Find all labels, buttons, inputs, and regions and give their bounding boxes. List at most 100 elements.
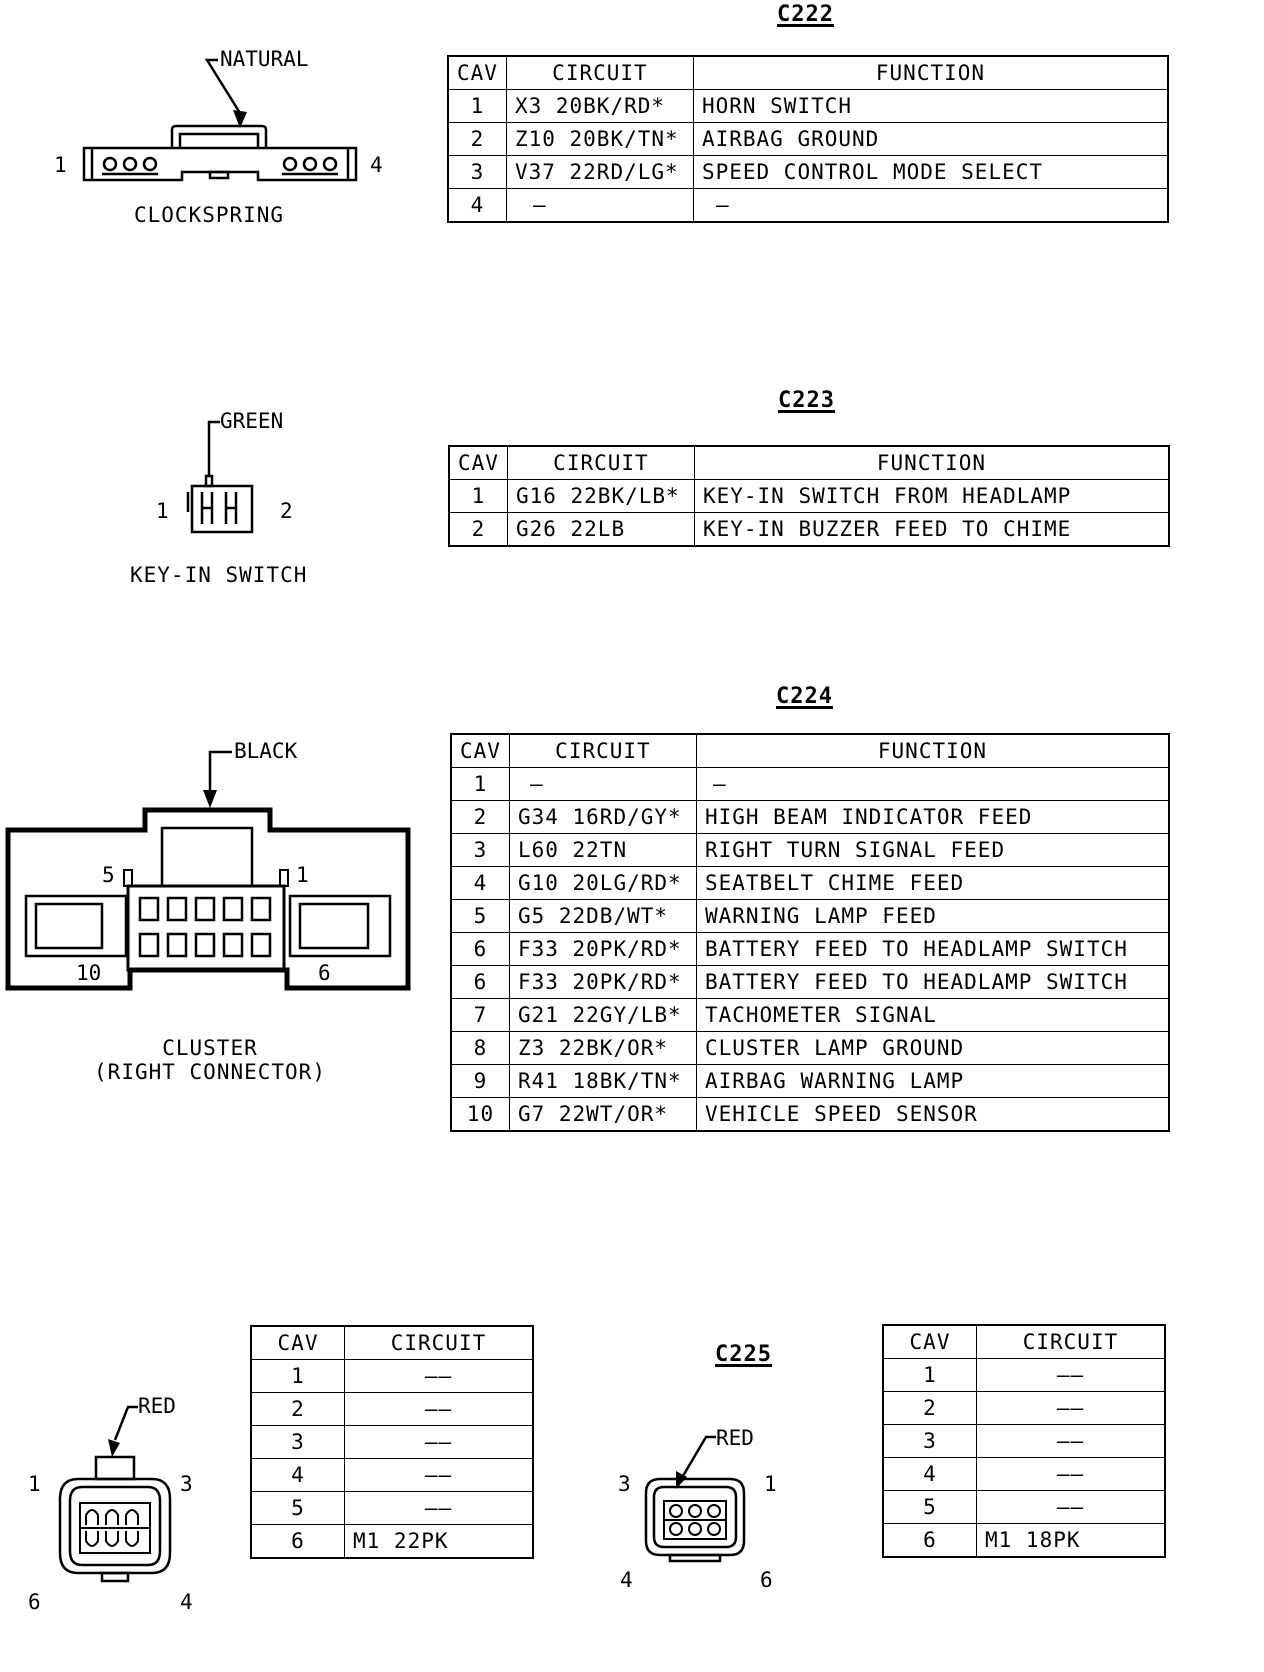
- function-cell: AIRBAG GROUND: [692, 122, 1169, 156]
- c224-pin-label-6: 6: [318, 961, 331, 985]
- function-cell: WARNING LAMP FEED: [695, 899, 1170, 933]
- circuit-cell: G5 22DB/WT*: [508, 899, 697, 933]
- table-row: 4——: [882, 1457, 1166, 1491]
- table-row: 1——: [450, 767, 1170, 801]
- arrow-head-icon: [676, 1471, 687, 1489]
- c225-left-connector-drawing: RED 1 3 6 4: [28, 1394, 193, 1614]
- function-cell: —: [695, 767, 1170, 801]
- cav-cell: 2: [448, 512, 508, 547]
- function-cell: AIRBAG WARNING LAMP: [695, 1064, 1170, 1098]
- cav-cell: 9: [450, 1064, 510, 1098]
- circuit-cell: ——: [976, 1424, 1166, 1458]
- circuit-cell: Z10 20BK/TN*: [505, 122, 694, 156]
- cav-header: CAV: [450, 733, 510, 768]
- circuit-cell: ——: [344, 1425, 534, 1459]
- cav-cell: 1: [450, 767, 510, 801]
- c225-right-color-label: RED: [716, 1426, 754, 1450]
- circuit-cell: G16 22BK/LB*: [506, 479, 695, 513]
- function-cell: KEY-IN SWITCH FROM HEADLAMP: [693, 479, 1170, 513]
- table-row: 4——: [250, 1458, 534, 1492]
- circuit-cell: G10 20LG/RD*: [508, 866, 697, 900]
- cav-header: CAV: [448, 445, 508, 480]
- function-cell: KEY-IN BUZZER FEED TO CHIME: [693, 512, 1170, 547]
- circuit-cell: ——: [344, 1359, 534, 1393]
- circuit-cell: V37 22RD/LG*: [505, 155, 694, 189]
- c223-pin-label-1: 1: [156, 499, 169, 523]
- cav-cell: 2: [882, 1391, 977, 1425]
- cav-cell: 6: [882, 1523, 977, 1558]
- c223-connector-name: KEY-IN SWITCH: [130, 563, 308, 587]
- cav-cell: 8: [450, 1031, 510, 1065]
- c225-left-pin-label-4: 4: [180, 1590, 193, 1614]
- table-row: 2——: [882, 1391, 1166, 1425]
- c225-title: C225: [715, 1342, 772, 1367]
- c223-pin-label-2: 2: [280, 499, 293, 523]
- function-cell: RIGHT TURN SIGNAL FEED: [695, 833, 1170, 867]
- circuit-cell: M1 18PK: [976, 1523, 1166, 1558]
- cav-cell: 1: [447, 89, 507, 123]
- cav-cell: 3: [882, 1424, 977, 1458]
- clockspring-connector-icon: [82, 58, 358, 182]
- cav-cell: 5: [250, 1491, 345, 1525]
- c224-pin-label-1: 1: [296, 863, 309, 887]
- table-row: 2——: [250, 1392, 534, 1426]
- arrow-head-icon: [108, 1439, 120, 1457]
- cav-header: CAV: [250, 1325, 345, 1360]
- circuit-cell: ——: [976, 1358, 1166, 1392]
- cav-cell: 3: [447, 155, 507, 189]
- c223-title: C223: [778, 388, 835, 413]
- c224-color-label: BLACK: [234, 739, 298, 763]
- c224-connector-name: CLUSTER (RIGHT CONNECTOR): [60, 1036, 360, 1084]
- circuit-cell: M1 22PK: [344, 1524, 534, 1559]
- c222-pin-label-1: 1: [54, 153, 67, 177]
- cav-cell: 10: [450, 1097, 510, 1132]
- cav-cell: 3: [250, 1425, 345, 1459]
- cav-cell: 6: [250, 1524, 345, 1559]
- circuit-cell: Z3 22BK/OR*: [508, 1031, 697, 1065]
- function-cell: VEHICLE SPEED SENSOR: [695, 1097, 1170, 1132]
- table-header-row: CAV CIRCUIT: [882, 1324, 1166, 1359]
- cav-cell: 3: [450, 833, 510, 867]
- circuit-cell: —: [505, 188, 694, 223]
- function-header: FUNCTION: [693, 445, 1170, 480]
- circuit-cell: ——: [976, 1391, 1166, 1425]
- cav-cell: 6: [450, 965, 510, 999]
- c225-left-pin-label-3: 3: [180, 1472, 193, 1496]
- table-row: 1——: [250, 1359, 534, 1393]
- function-cell: TACHOMETER SIGNAL: [695, 998, 1170, 1032]
- cav-cell: 4: [447, 188, 507, 223]
- table-header-row: CAV CIRCUIT FUNCTION: [448, 445, 1170, 480]
- c225-left-connector-icon: [58, 1405, 172, 1583]
- key-in-switch-connector-drawing: GREEN 1 2: [156, 409, 293, 534]
- cav-cell: 4: [450, 866, 510, 900]
- cav-header: CAV: [447, 55, 507, 90]
- cav-cell: 2: [450, 800, 510, 834]
- c224-pin-label-10: 10: [76, 961, 101, 985]
- function-cell: SEATBELT CHIME FEED: [695, 866, 1170, 900]
- function-cell: HIGH BEAM INDICATOR FEED: [695, 800, 1170, 834]
- c222-pin-label-4: 4: [370, 153, 383, 177]
- circuit-cell: G21 22GY/LB*: [508, 998, 697, 1032]
- table-header-row: CAV CIRCUIT FUNCTION: [450, 733, 1170, 768]
- function-header: FUNCTION: [695, 733, 1170, 768]
- function-cell: —: [692, 188, 1169, 223]
- cav-cell: 1: [250, 1359, 345, 1393]
- c222-connector-name: CLOCKSPRING: [134, 203, 285, 227]
- arrow-head-icon: [233, 110, 247, 128]
